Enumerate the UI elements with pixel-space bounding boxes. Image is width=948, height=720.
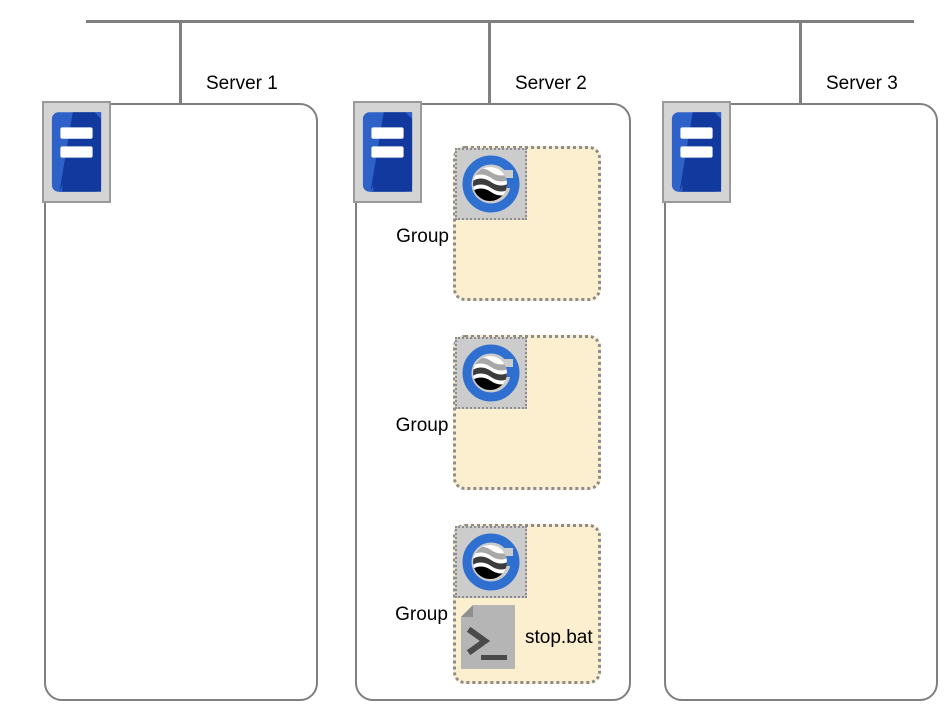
server-2-label: Server 2 <box>515 73 587 94</box>
server-icon[interactable] <box>662 101 731 203</box>
group-c-label: Group C <box>395 604 467 625</box>
server-icon[interactable] <box>42 101 111 203</box>
group-a-label: Group A <box>396 226 466 247</box>
gateway-g-icon[interactable] <box>455 148 527 220</box>
server-1-label: Server 1 <box>206 73 278 94</box>
network-drop-line-server-3 <box>799 21 802 103</box>
server-icon[interactable] <box>353 101 422 203</box>
group-b-container[interactable] <box>453 335 601 490</box>
group-c-container[interactable]: stop.bat <box>453 524 601 684</box>
group-a-container[interactable] <box>453 146 601 301</box>
group-b-label: Group B <box>395 415 467 436</box>
network-bus-line <box>86 20 914 23</box>
network-drop-line-server-2 <box>488 21 491 103</box>
network-drop-line-server-1 <box>179 21 182 103</box>
gateway-g-icon[interactable] <box>455 337 527 409</box>
gateway-g-icon[interactable] <box>455 526 527 598</box>
file-name-label: stop.bat <box>525 626 593 648</box>
list-item[interactable]: stop.bat <box>459 603 593 671</box>
server-3-label: Server 3 <box>826 73 898 94</box>
batch-file-icon[interactable] <box>459 603 517 671</box>
